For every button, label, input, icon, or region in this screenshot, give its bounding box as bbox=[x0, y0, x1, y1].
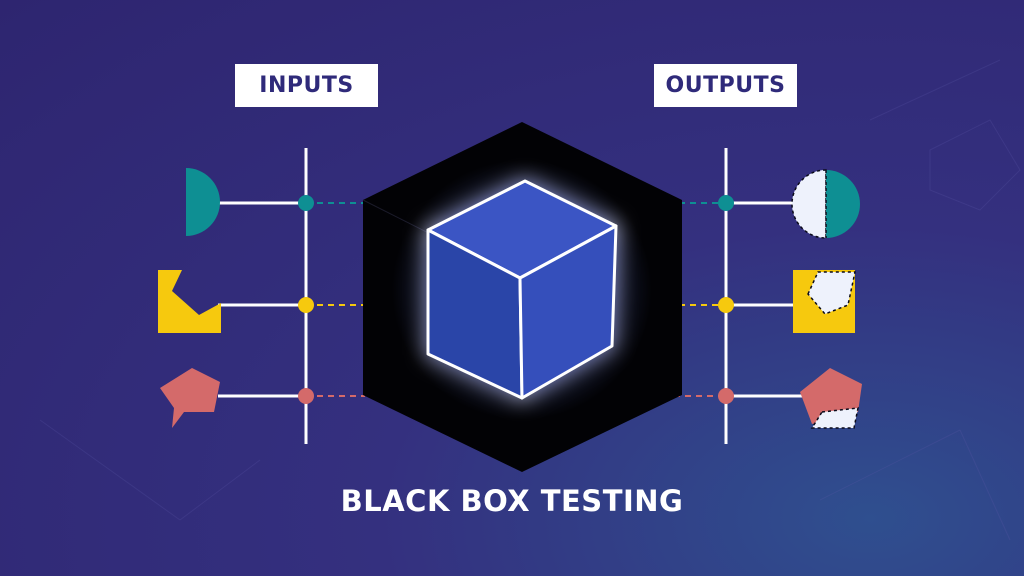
output-rail bbox=[652, 148, 805, 444]
outputs-label: OUTPUTS bbox=[654, 64, 797, 107]
output-node-teal bbox=[718, 195, 734, 211]
split-circle-icon bbox=[791, 169, 860, 239]
blob-pentagon-icon bbox=[160, 368, 220, 428]
square-with-pentagon-icon bbox=[793, 270, 856, 333]
pentagon-with-parallelogram-icon bbox=[800, 368, 862, 429]
half-circle-icon bbox=[186, 168, 220, 236]
input-rail bbox=[218, 148, 365, 444]
diagram-title: BLACK BOX TESTING bbox=[340, 484, 684, 518]
background-network bbox=[39, 59, 1021, 541]
input-node-teal bbox=[298, 195, 314, 211]
cube-icon bbox=[426, 179, 618, 400]
inputs-label: INPUTS bbox=[235, 64, 378, 107]
output-node-coral bbox=[718, 388, 734, 404]
output-node-yellow bbox=[718, 297, 734, 313]
notched-square-icon bbox=[158, 270, 221, 333]
input-node-yellow bbox=[298, 297, 314, 313]
input-node-coral bbox=[298, 388, 314, 404]
